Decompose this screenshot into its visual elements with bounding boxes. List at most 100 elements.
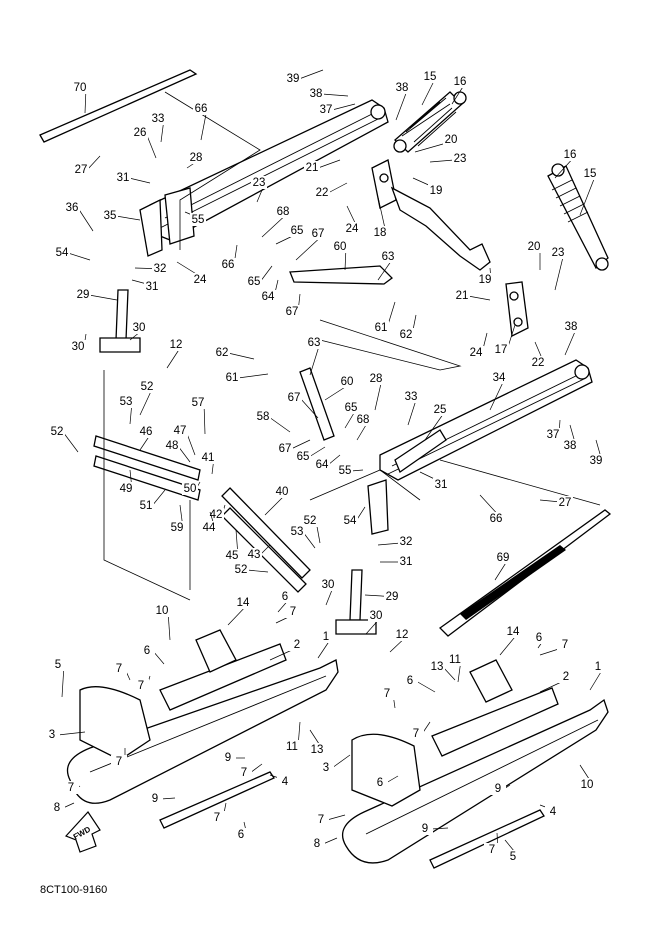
callout-number: 66 — [222, 259, 235, 271]
callout-number: 6 — [238, 829, 244, 841]
callout-bg — [277, 590, 293, 603]
callout-number: 67 — [286, 306, 299, 318]
callout-bg — [588, 454, 604, 467]
callout-c10b: 10 — [579, 764, 595, 791]
callout-bg — [477, 273, 493, 286]
callout-c19a: 19 — [412, 177, 444, 197]
callout-bg — [343, 401, 359, 414]
callout-number: 23 — [454, 153, 467, 165]
callout-number: 26 — [134, 127, 147, 139]
callout-bg — [550, 246, 566, 259]
callout-c6d: 6 — [402, 674, 436, 693]
callout-bg — [70, 340, 86, 353]
callout-c12a: 12 — [166, 338, 184, 369]
callout-number: 47 — [174, 425, 187, 437]
callout-number: 6 — [282, 591, 288, 603]
callout-number: 7 — [214, 812, 220, 824]
callout-number: 30 — [72, 341, 85, 353]
callout-bg — [286, 391, 302, 404]
callout-number: 13 — [311, 744, 324, 756]
ski-spindle-left — [99, 289, 141, 353]
callout-c68b: 68 — [355, 413, 371, 441]
callout-bg — [408, 727, 424, 740]
callout-number: 65 — [291, 225, 304, 237]
callout-c55a: 55 — [184, 211, 206, 226]
leader-line — [88, 294, 118, 301]
callout-number: 52 — [235, 564, 248, 576]
callout-number: 60 — [334, 241, 347, 253]
callout-c1b: 1 — [589, 660, 606, 691]
callout-c53a: 53 — [118, 395, 134, 425]
callout-c59: 59 — [169, 504, 185, 534]
callout-bg — [200, 451, 216, 464]
callout-c5a: 5 — [50, 658, 66, 698]
callout-c61a: 61 — [373, 301, 396, 334]
callout-number: 24 — [470, 347, 483, 359]
callout-c34: 34 — [489, 371, 507, 411]
callout-c24c: 24 — [468, 332, 488, 359]
callout-bg — [295, 450, 311, 463]
callout-bg — [49, 801, 65, 814]
callout-number: 18 — [374, 227, 387, 239]
callout-number: 23 — [552, 247, 565, 259]
callout-c30b: 30 — [70, 333, 87, 353]
callout-number: 20 — [445, 134, 458, 146]
callout-bg — [49, 425, 65, 438]
callout-c62a: 62 — [398, 314, 417, 341]
callout-number: 7 — [290, 606, 296, 618]
callout-c37b: 37 — [545, 419, 561, 441]
callout-c46: 46 — [138, 425, 154, 451]
callout-c7j: 7 — [209, 802, 227, 824]
callout-c31c: 31 — [419, 471, 449, 491]
callout-number: 30 — [370, 610, 383, 622]
callout-number: 44 — [203, 522, 216, 534]
callout-bg — [468, 346, 484, 359]
callout-number: 52 — [141, 381, 154, 393]
callout-c2b: 2 — [539, 670, 574, 693]
callout-bg — [384, 590, 400, 603]
callout-bg — [398, 328, 414, 341]
ski-left — [66, 629, 339, 829]
callout-bg — [493, 343, 509, 356]
callout-c11a: 11 — [447, 653, 463, 683]
callout-bg — [495, 551, 511, 564]
callout-c7h: 7 — [236, 763, 263, 779]
callout-c14a: 14 — [227, 596, 251, 626]
callout-c67d: 67 — [277, 439, 311, 455]
callout-c22a: 22 — [314, 182, 348, 199]
callout-c7f: 7 — [408, 721, 431, 740]
leader-line — [77, 207, 94, 232]
callout-c19b: 19 — [477, 267, 493, 286]
callout-bg — [557, 638, 573, 651]
callout-number: 19 — [479, 274, 492, 286]
leader-line — [62, 431, 79, 453]
callout-bg — [190, 213, 206, 226]
callout-bg — [131, 321, 147, 334]
callout-c7c: 7 — [111, 662, 131, 681]
callout-number: 4 — [282, 776, 289, 788]
callout-bg — [443, 133, 459, 146]
callout-bg — [193, 102, 209, 115]
callout-c50: 50 — [182, 481, 201, 495]
callout-number: 70 — [74, 82, 87, 94]
callout-c49: 49 — [118, 469, 134, 495]
callout-bg — [417, 822, 433, 835]
callout-c9a: 9 — [220, 751, 245, 764]
callout-number: 32 — [154, 263, 167, 275]
tie-rod-upper — [289, 265, 393, 285]
callout-number: 60 — [341, 376, 354, 388]
callout-bg — [284, 740, 300, 753]
callout-number: 32 — [400, 536, 413, 548]
callout-number: 7 — [68, 782, 74, 794]
callout-number: 38 — [396, 82, 409, 94]
callout-bg — [277, 442, 293, 455]
callout-number: 22 — [316, 187, 329, 199]
callout-number: 41 — [202, 452, 215, 464]
callout-number: 21 — [306, 162, 319, 174]
callout-c11b: 11 — [284, 721, 301, 753]
callout-c33a: 33 — [150, 112, 166, 143]
callout-bg — [428, 184, 444, 197]
callout-c38d: 38 — [562, 424, 578, 452]
callout-number: 15 — [424, 71, 437, 83]
